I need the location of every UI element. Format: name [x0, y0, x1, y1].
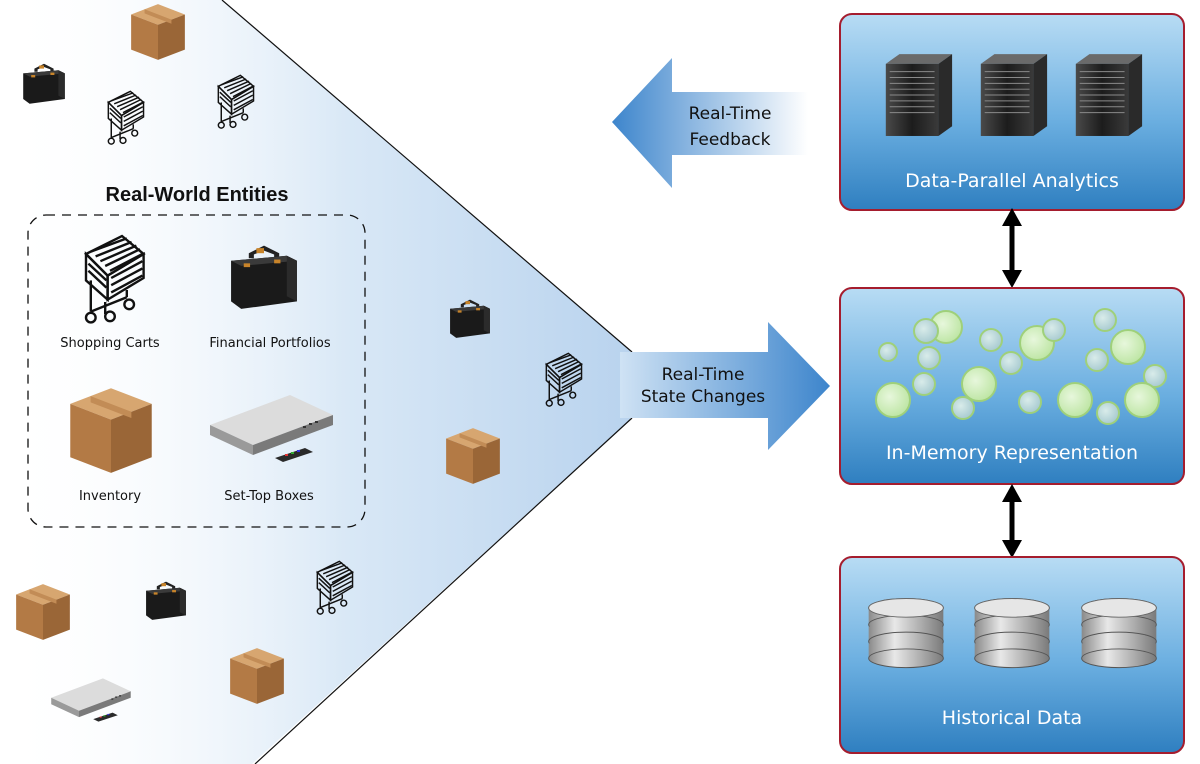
historical-box: Historical Data [839, 556, 1185, 754]
database-icon [1081, 598, 1157, 669]
historical-label: Historical Data [942, 707, 1082, 729]
entities-dashed-border [27, 214, 366, 528]
feedback-arrow: Real-Time Feedback [612, 58, 808, 188]
box-icon [446, 428, 500, 484]
entity-label-set-top-boxes: Set-Top Boxes [224, 489, 314, 504]
entity-label-shopping-carts: Shopping Carts [60, 336, 160, 351]
left-arrow-shape [612, 58, 808, 188]
analytics-box: Data-Parallel Analytics [839, 13, 1185, 211]
cone-edge-bottom [254, 417, 633, 764]
server-icon [885, 53, 953, 137]
right-arrow-shape [620, 322, 830, 450]
entity-label-inventory: Inventory [79, 489, 141, 504]
state-changes-line1: Real-Time [662, 365, 745, 385]
memory-box: In-Memory Representation [839, 287, 1185, 485]
feedback-line1: Real-Time [689, 104, 772, 124]
box-icon [131, 4, 185, 60]
bidirectional-arrow-bottom [1002, 484, 1022, 558]
server-icon [980, 53, 1048, 137]
analytics-label: Data-Parallel Analytics [905, 170, 1119, 192]
box-icon [16, 584, 70, 640]
memory-label: In-Memory Representation [886, 442, 1138, 464]
cone-edge-top [221, 0, 633, 353]
feedback-line2: Feedback [690, 130, 771, 150]
box-icon [70, 388, 152, 473]
bidirectional-arrow-top [1002, 208, 1022, 288]
state-changes-line2: State Changes [641, 387, 765, 407]
entities-panel: Real-World Entities Shopping Carts Finan… [27, 184, 366, 528]
entities-title: Real-World Entities [106, 184, 289, 206]
memory-bubble-icon [875, 308, 1167, 425]
server-icon [1075, 53, 1143, 137]
entity-label-financial-portfolios: Financial Portfolios [209, 336, 331, 351]
state-changes-arrow: Real-Time State Changes [620, 322, 830, 450]
database-icon [974, 598, 1050, 669]
database-icon [868, 598, 944, 669]
box-icon [230, 648, 284, 704]
data-flow-cone [0, 0, 630, 764]
